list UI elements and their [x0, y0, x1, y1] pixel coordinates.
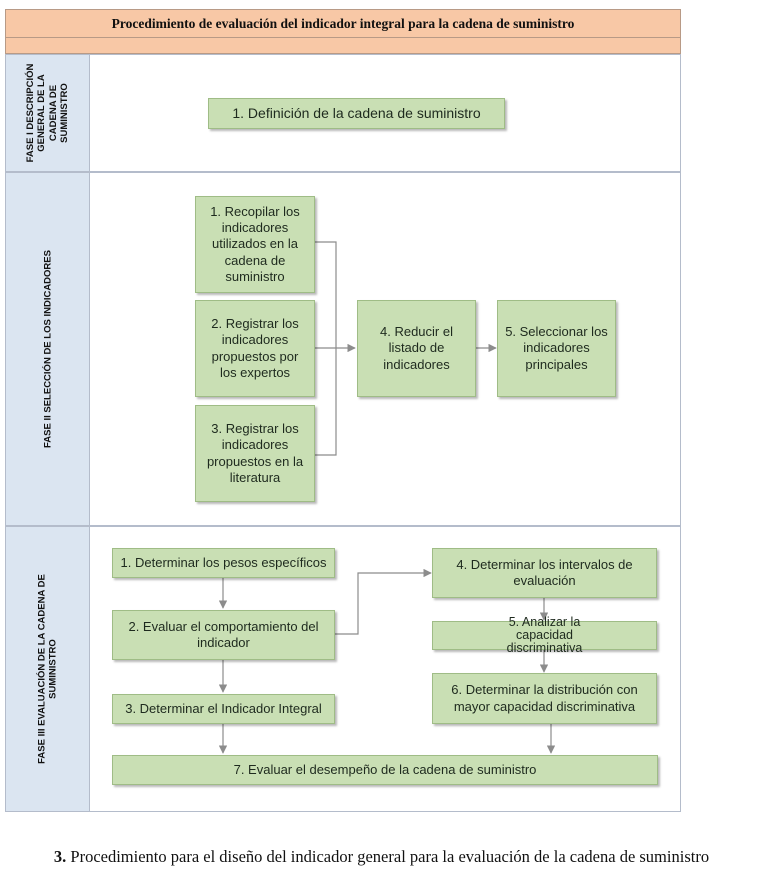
- phase-3-step-6: 6. Determinar la distribución con mayor …: [432, 673, 657, 724]
- caption-number: 3.: [53, 847, 67, 866]
- title-subheader-bar: [5, 38, 681, 54]
- phase-3-step-3: 3. Determinar el Indicador Integral: [112, 694, 335, 724]
- phase-2-step-1: 1. Recopilar los indicadores utilizados …: [195, 196, 315, 293]
- phase-3-step-7: 7. Evaluar el desempeño de la cadena de …: [112, 755, 658, 785]
- caption-text: Procedimiento para el diseño del indicad…: [70, 847, 710, 866]
- phase-2-label: FASE II SELECCIÓN DE LOS INDICADORES: [41, 250, 53, 448]
- diagram-title: Procedimiento de evaluación del indicado…: [5, 9, 681, 38]
- phase-3-label: FASE III EVALUACIÓN DE LA CADENA DE SUMI…: [36, 574, 59, 764]
- phase-3-step-1: 1. Determinar los pesos específicos: [112, 548, 335, 578]
- figure-caption: 3. Procedimiento para el diseño del indi…: [0, 847, 763, 866]
- phase-2-step-2: 2. Registrar los indicadores propuestos …: [195, 300, 315, 397]
- phase-1-label: FASE I DESCRIPCIÓN GENERAL DE LA CADENA …: [24, 63, 70, 163]
- phase-1-label-cell: FASE I DESCRIPCIÓN GENERAL DE LA CADENA …: [6, 55, 90, 171]
- phase-3-label-cell: FASE III EVALUACIÓN DE LA CADENA DE SUMI…: [6, 527, 90, 811]
- phase-2-step-4: 4. Reducir el listado de indicadores: [357, 300, 476, 397]
- phase-1-step-1: 1. Definición de la cadena de suministro: [208, 98, 505, 129]
- phase-3-step-5: 5. Analizar la capacidad discriminativa: [432, 615, 657, 655]
- phase-1-lane: FASE I DESCRIPCIÓN GENERAL DE LA CADENA …: [5, 54, 681, 172]
- phase-2-label-cell: FASE II SELECCIÓN DE LOS INDICADORES: [6, 173, 90, 525]
- phase-2-step-3: 3. Registrar los indicadores propuestos …: [195, 405, 315, 502]
- phase-3-step-4: 4. Determinar los intervalos de evaluaci…: [432, 548, 657, 598]
- phase-2-step-5: 5. Seleccionar los indicadores principal…: [497, 300, 616, 397]
- phase-3-step-2: 2. Evaluar el comportamiento del indicad…: [112, 610, 335, 660]
